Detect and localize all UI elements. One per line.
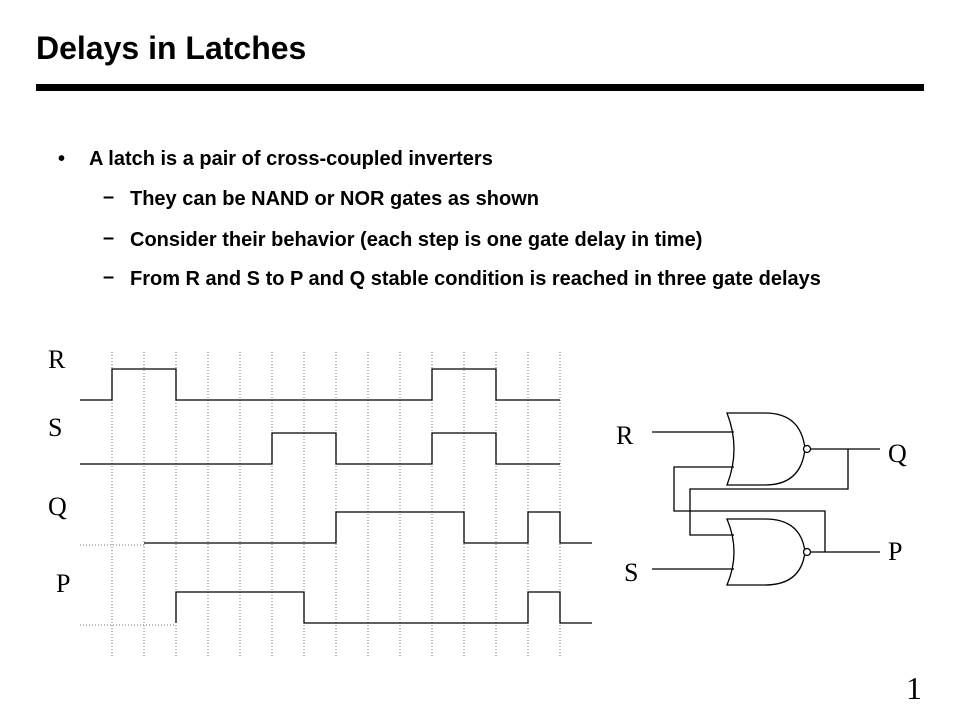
wire-q-feedback bbox=[689, 449, 849, 536]
timing-grid bbox=[80, 352, 561, 656]
sub-bullet-marker: – bbox=[103, 266, 115, 288]
circuit-label-s: S bbox=[624, 558, 638, 587]
timing-label-s: S bbox=[48, 413, 62, 442]
title-underline bbox=[36, 84, 924, 91]
circuit-label-q: Q bbox=[888, 439, 907, 468]
timing-label-q: Q bbox=[48, 492, 67, 521]
wire-p-feedback bbox=[673, 466, 826, 552]
timing-label-r: R bbox=[48, 345, 66, 374]
sub-bullet-text: From R and S to P and Q stable condition… bbox=[130, 268, 821, 290]
sub-bullet-text: They can be NAND or NOR gates as shown bbox=[130, 188, 539, 210]
inverter-bubble-bottom bbox=[802, 547, 812, 557]
sub-bullet-text: Consider their behavior (each step is on… bbox=[130, 229, 703, 251]
slide-title: Delays in Latches bbox=[36, 30, 307, 66]
waveform-r bbox=[80, 368, 560, 401]
bullet-text: A latch is a pair of cross-coupled inver… bbox=[89, 148, 493, 170]
bullet-marker: • bbox=[58, 148, 66, 170]
circuit-label-r: R bbox=[616, 421, 634, 450]
nor-gate-top bbox=[726, 412, 806, 486]
circuit-label-p: P bbox=[888, 537, 902, 566]
sub-bullet-marker: – bbox=[103, 186, 115, 208]
waveform-p bbox=[175, 591, 592, 624]
waveform-s bbox=[80, 432, 560, 465]
sub-bullet-marker: – bbox=[103, 227, 115, 249]
waveform-q bbox=[144, 511, 592, 544]
slide-number: 1 bbox=[906, 670, 922, 706]
inverter-bubble-top bbox=[802, 444, 812, 454]
nor-gate-bottom bbox=[726, 518, 806, 586]
timing-label-p: P bbox=[56, 569, 70, 598]
